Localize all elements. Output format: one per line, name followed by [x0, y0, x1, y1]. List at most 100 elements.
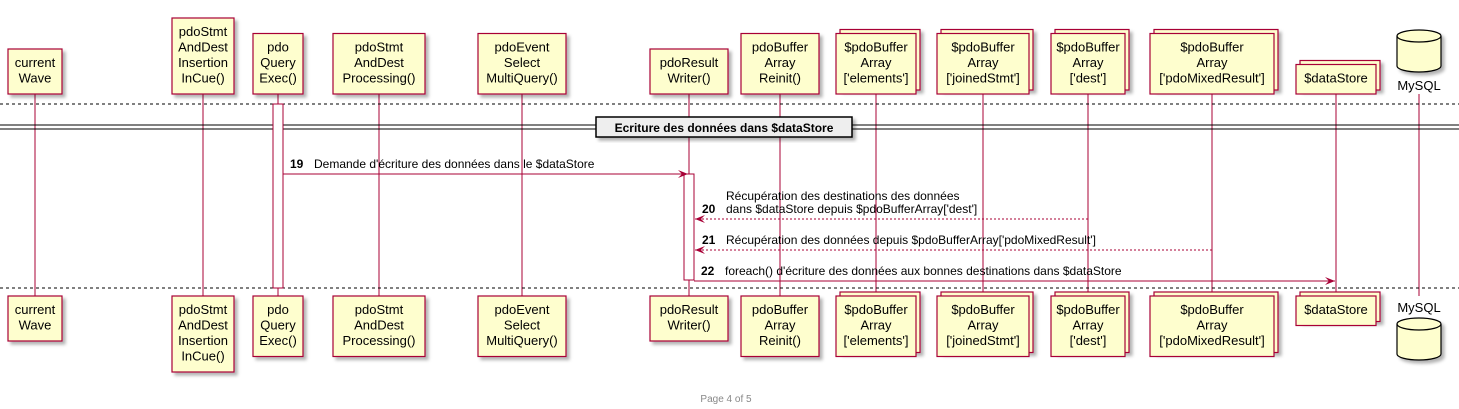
participant-box [477, 32, 567, 95]
participant-bottom-p9: $pdoBufferArray['joinedStmt'] [936, 291, 1034, 358]
participant-label: Processing() [343, 333, 416, 348]
participant-label: current [15, 55, 56, 70]
message-22: 22 foreach() d'écriture des données aux b… [694, 264, 1335, 285]
participant-label: ['joinedStmt'] [946, 333, 1020, 348]
participant-label: $pdoBuffer [1180, 302, 1244, 317]
participant-label: $pdoBuffer [844, 302, 908, 317]
participant-label: pdoResult [660, 302, 719, 317]
participant-box [332, 32, 426, 95]
participant-box [936, 32, 1030, 95]
participant-box [835, 295, 917, 358]
participant-bottom-p13: MySQL [1396, 300, 1442, 361]
message-label: foreach() d'écriture des données aux bon… [725, 264, 1122, 278]
participant-label: pdoResult [660, 55, 719, 70]
participant-label: ['pdoMixedResult'] [1159, 333, 1264, 348]
participant-label: $pdoBuffer [951, 302, 1015, 317]
participant-box [252, 295, 304, 358]
participant-top-p9: $pdoBufferArray['joinedStmt'] [936, 28, 1034, 95]
participant-label: pdoStmt [179, 24, 228, 39]
participant-label: Exec() [259, 71, 297, 86]
database-icon [1396, 317, 1442, 361]
participant-label: MultiQuery() [486, 333, 558, 348]
participant-bottom-p11: $pdoBufferArray['pdoMixedResult'] [1149, 291, 1279, 358]
participant-label: Array [1196, 318, 1228, 333]
arrow-head [695, 246, 705, 254]
message-label: dans $dataStore depuis $pdoBufferArray['… [726, 202, 977, 216]
participant-label: Array [1196, 55, 1228, 70]
message-number: 22 [701, 264, 715, 278]
participant-label: Processing() [343, 71, 416, 86]
participant-top-p10: $pdoBufferArray['dest'] [1050, 28, 1130, 95]
participant-label: ['pdoMixedResult'] [1159, 71, 1264, 86]
participant-label: Array [764, 55, 796, 70]
participant-box [332, 295, 426, 358]
participant-label: pdo [267, 40, 289, 55]
participant-box [1050, 295, 1126, 358]
participant-label: MultiQuery() [486, 71, 558, 86]
participant-label: Array [860, 318, 892, 333]
participant-bottom-p8: $pdoBufferArray['elements'] [835, 291, 921, 358]
participant-label: Query [260, 318, 296, 333]
participant-label: $pdoBuffer [1056, 302, 1120, 317]
participant-label: Exec() [259, 333, 297, 348]
participant-top-p12: $dataStore [1295, 59, 1381, 95]
messages: 19 Demande d'écriture des données dans le… [283, 157, 1335, 285]
participant-label: current [15, 302, 56, 317]
database-icon [1396, 29, 1442, 73]
message-number: 21 [702, 233, 716, 247]
participant-label: $pdoBuffer [844, 40, 908, 55]
participant-label: Insertion [178, 333, 228, 348]
database-rim [1396, 35, 1442, 43]
participant-label: ['elements'] [844, 333, 909, 348]
participant-box [1295, 63, 1377, 95]
participant-label: pdo [267, 302, 289, 317]
participant-label: Array [860, 55, 892, 70]
message-label: Récupération des destinations des donnée… [726, 189, 960, 203]
participant-label: Reinit() [759, 71, 801, 86]
message-21: 21 Récupération des données depuis $pdoBu… [695, 233, 1212, 254]
participant-label: pdoEvent [495, 40, 550, 55]
participant-box [835, 32, 917, 95]
participant-box [1149, 295, 1275, 358]
message-label: Demande d'écriture des données dans le $… [314, 157, 595, 171]
participant-label: AndDest [354, 55, 404, 70]
participant-label: Writer() [667, 318, 710, 333]
participant-label: AndDest [354, 318, 404, 333]
participant-top-p11: $pdoBufferArray['pdoMixedResult'] [1149, 28, 1279, 95]
participant-top-p8: $pdoBufferArray['elements'] [835, 28, 921, 95]
participant-label: ['elements'] [844, 71, 909, 86]
participant-label: AndDest [178, 40, 228, 55]
participant-box [252, 32, 304, 95]
message-20: 20 Récupération des destinations des donn… [695, 189, 1088, 223]
participant-label: Wave [19, 71, 52, 86]
participant-label: InCue() [181, 71, 224, 86]
section-title: Ecriture des données dans $dataStore [615, 121, 834, 135]
participant-label: Array [1072, 55, 1104, 70]
message-number: 19 [290, 157, 304, 171]
message-19: 19 Demande d'écriture des données dans le… [283, 157, 688, 178]
arrow-head [1325, 277, 1335, 285]
participant-label: $pdoBuffer [1180, 40, 1244, 55]
participant-box [740, 295, 820, 358]
activation-bar-pdo-result-writer [683, 173, 695, 281]
participant-label: Array [1072, 318, 1104, 333]
participant-label: Reinit() [759, 333, 801, 348]
participant-label: pdoBuffer [752, 302, 809, 317]
participant-label: pdoStmt [355, 302, 404, 317]
message-label: Récupération des données depuis $pdoBuff… [726, 233, 1096, 247]
participant-box [477, 295, 567, 358]
message-number: 20 [702, 202, 716, 216]
participant-label: Writer() [667, 71, 710, 86]
section-divider: Ecriture des données dans $dataStore [595, 116, 853, 138]
participant-label: ['joinedStmt'] [946, 71, 1020, 86]
participant-label: Array [967, 55, 999, 70]
